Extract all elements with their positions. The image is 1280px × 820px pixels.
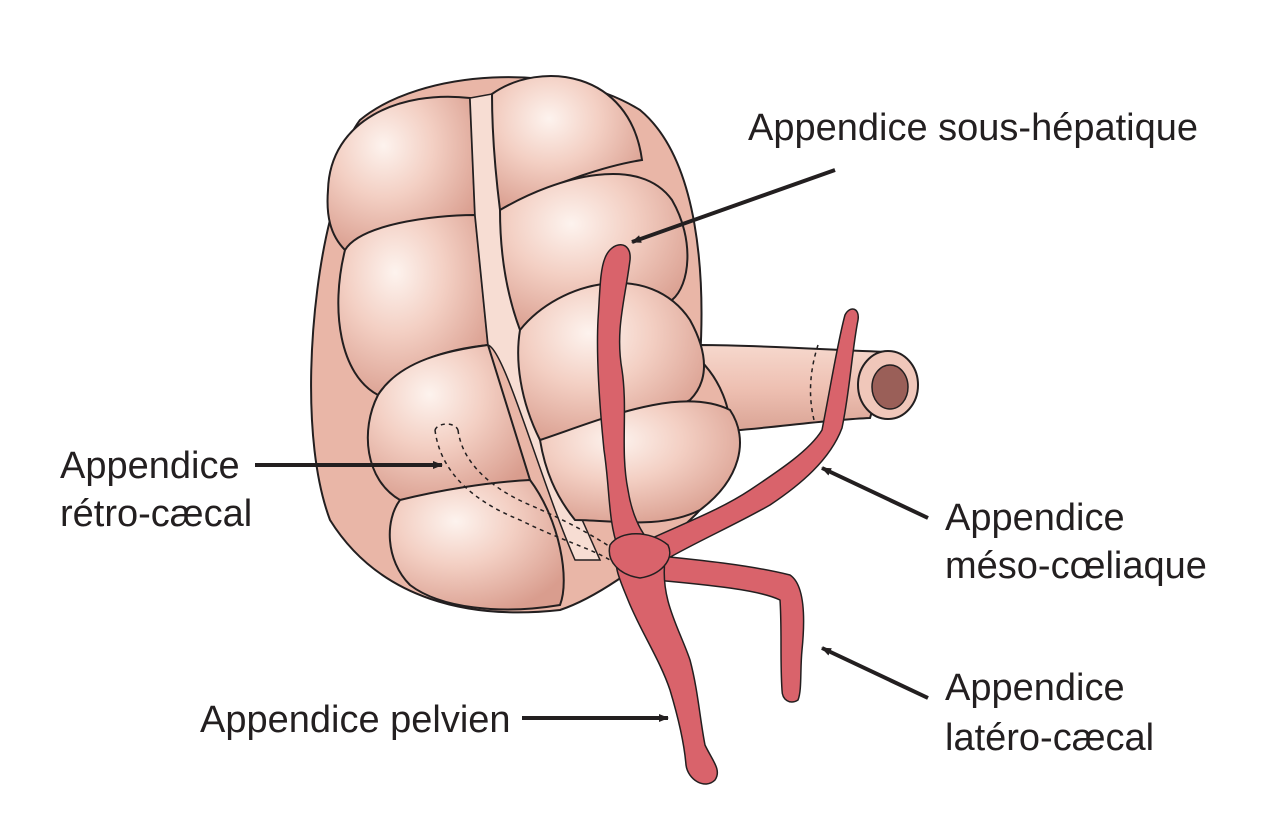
label-retro-caecal-line1: Appendice: [60, 445, 240, 487]
caecum: [310, 75, 741, 614]
appendix-pelvic: [615, 544, 719, 785]
arrow-meso-coeliaque: [821, 466, 929, 520]
appendix-latero-caecal: [649, 554, 805, 703]
retro-caecal-appendix-outline: [434, 429, 611, 561]
appendix-base: [608, 533, 671, 579]
label-meso-coeliaque-line1: Appendice: [945, 497, 1125, 539]
arrow-latero-caecal: [821, 646, 929, 700]
label-meso-coeliaque-line2: méso-cœliaque: [945, 545, 1207, 587]
appendix-sub-hepatic: [596, 244, 649, 549]
appendix-variants: [596, 244, 859, 785]
arrows: [255, 168, 929, 722]
labels: Appendice sous-hépatique Appendice rétro…: [60, 107, 1207, 759]
label-pelvien: Appendice pelvien: [200, 699, 511, 741]
haustrum: [490, 75, 644, 212]
ileum-lumen: [871, 364, 909, 410]
label-sous-hepatique: Appendice sous-hépatique: [748, 107, 1198, 149]
label-latero-caecal-line1: Appendice: [945, 667, 1125, 709]
haustrum: [538, 400, 741, 524]
label-latero-caecal-line2: latéro-cæcal: [945, 717, 1154, 759]
appendix-meso-coeliac: [647, 308, 859, 561]
label-retro-caecal-line2: rétro-cæcal: [60, 493, 252, 535]
arrow-sous-hepatique: [631, 168, 836, 244]
haustrum: [388, 478, 565, 611]
